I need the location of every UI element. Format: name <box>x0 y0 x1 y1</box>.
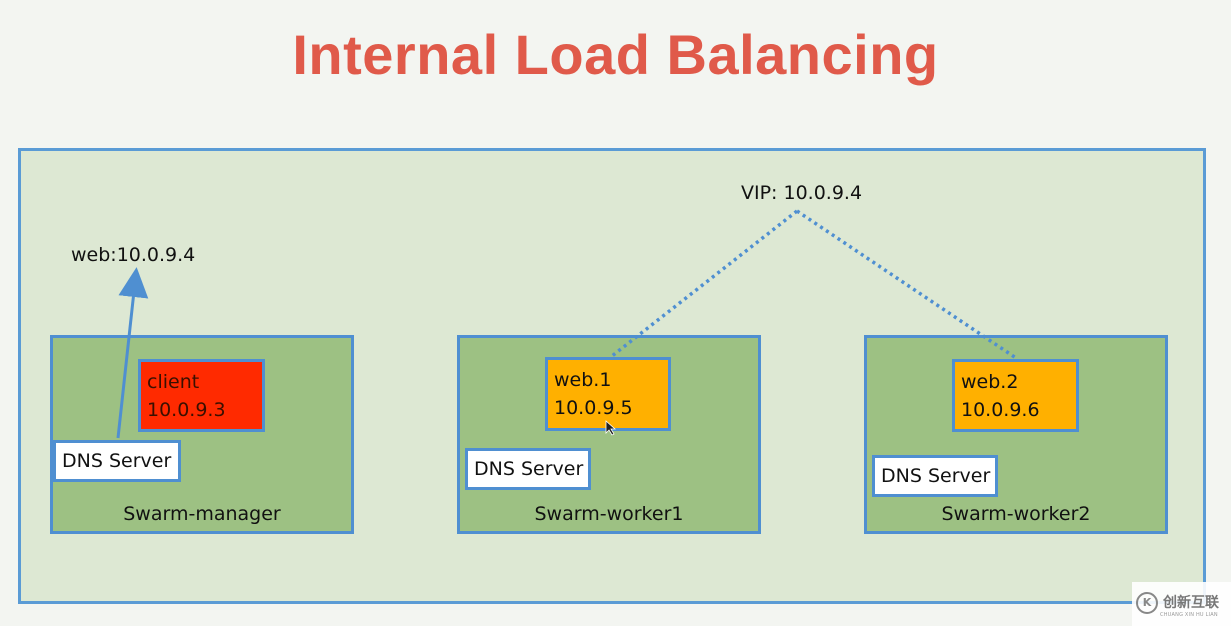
client-name: client <box>147 371 200 393</box>
web2-container: web.2 10.0.9.6 <box>952 359 1079 432</box>
vip-link-web1 <box>610 209 799 358</box>
watermark-subtext: CHUANG XIN HU LIAN <box>1160 612 1218 618</box>
slide-title: Internal Load Balancing <box>292 23 939 86</box>
swarm-manager-label: Swarm-manager <box>123 503 281 525</box>
swarm-worker2-label: Swarm-worker2 <box>941 503 1091 525</box>
watermark-text: 创新互联 <box>1163 595 1219 611</box>
watermark-logo-icon: K <box>1136 592 1158 614</box>
vip-link-web2 <box>796 209 1017 360</box>
web1-container: web.1 10.0.9.5 <box>545 357 671 431</box>
dns-server-manager: DNS Server <box>53 440 181 482</box>
dns-query-label: web:10.0.9.4 <box>71 244 196 266</box>
web1-name: web.1 <box>554 369 612 391</box>
dns-query-arrow <box>116 267 149 439</box>
swarm-worker1-label: Swarm-worker1 <box>534 503 684 525</box>
client-ip: 10.0.9.3 <box>147 399 226 421</box>
client-container: client 10.0.9.3 <box>138 359 265 432</box>
dns-server-worker1: DNS Server <box>465 448 591 490</box>
web2-name: web.2 <box>961 371 1019 393</box>
web2-ip: 10.0.9.6 <box>961 399 1040 421</box>
web1-ip: 10.0.9.5 <box>554 397 633 419</box>
vip-label: VIP: 10.0.9.4 <box>741 182 863 204</box>
mouse-cursor-icon <box>605 420 617 436</box>
dns-server-worker2: DNS Server <box>872 455 998 497</box>
